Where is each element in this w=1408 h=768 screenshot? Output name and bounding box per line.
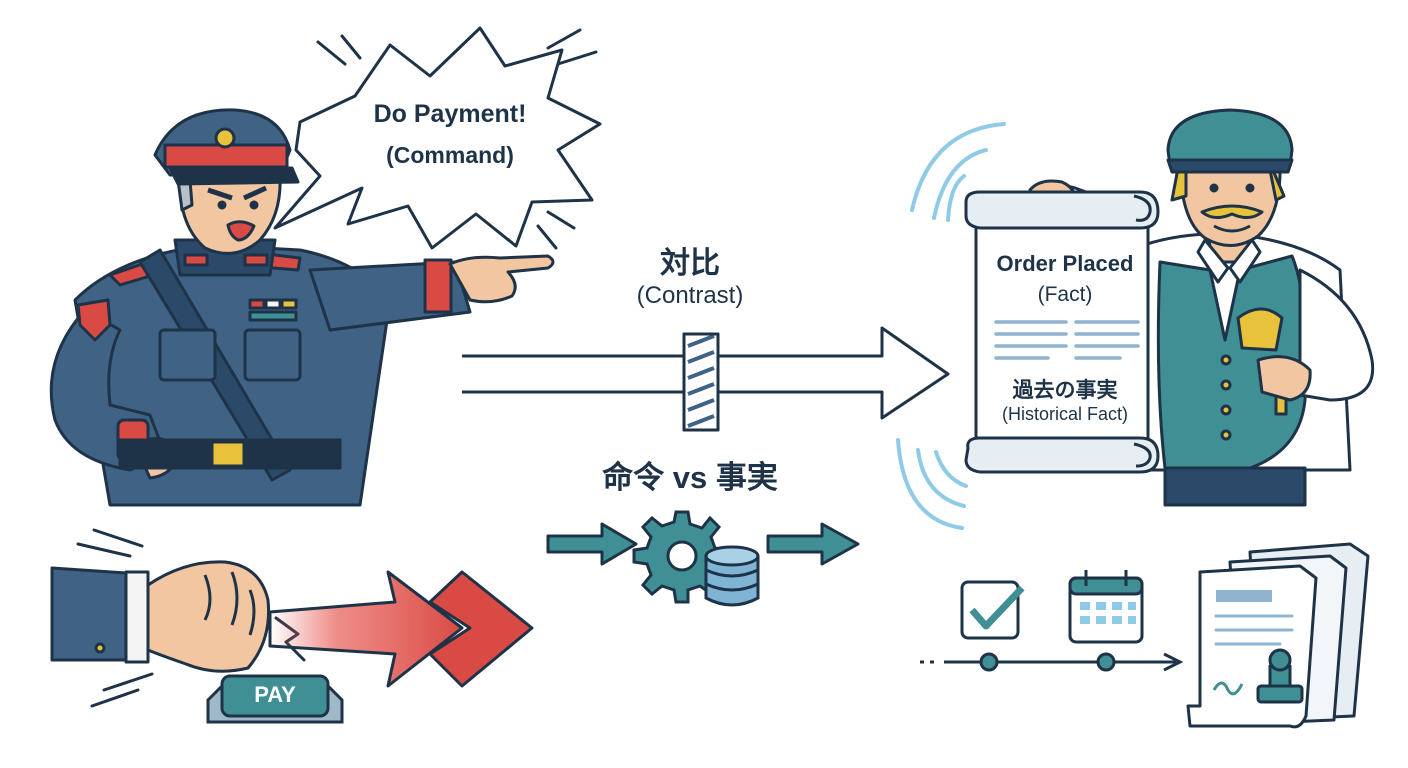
speech-title: Do Payment! [373,100,527,128]
pay-button-shape [206,674,344,724]
clerk-figure [1028,108,1375,507]
pay-button-label: PAY [254,682,296,707]
timeline [920,652,1184,672]
speech-subtitle: (Command) [386,142,514,168]
commander-figure [49,108,555,507]
calendar-icon [1068,570,1144,644]
fact-subtitle: (Fact) [1037,283,1093,306]
process-flow [546,522,860,566]
sound-waves [896,122,1006,530]
fact-en-label: (Historical Fact) [1001,404,1128,424]
contrast-jp-label: 対比 [660,247,720,280]
fact-title: Order Placed [996,251,1134,276]
fact-jp-label: 過去の事実 [1012,379,1118,402]
checkbox-checked-icon [960,580,1025,640]
fist-slam [50,528,306,708]
red-force-arrows [268,570,534,688]
scroll-text-lines [994,320,1140,360]
contrast-en-label: (Contrast) [636,282,744,309]
stamped-document-icon [1186,542,1370,729]
database-icon [704,545,760,607]
fact-scroll [964,190,1160,474]
versus-label: 命令 vs 事実 [602,460,778,495]
speech-burst [273,26,602,250]
contrast-arrow [462,326,950,432]
